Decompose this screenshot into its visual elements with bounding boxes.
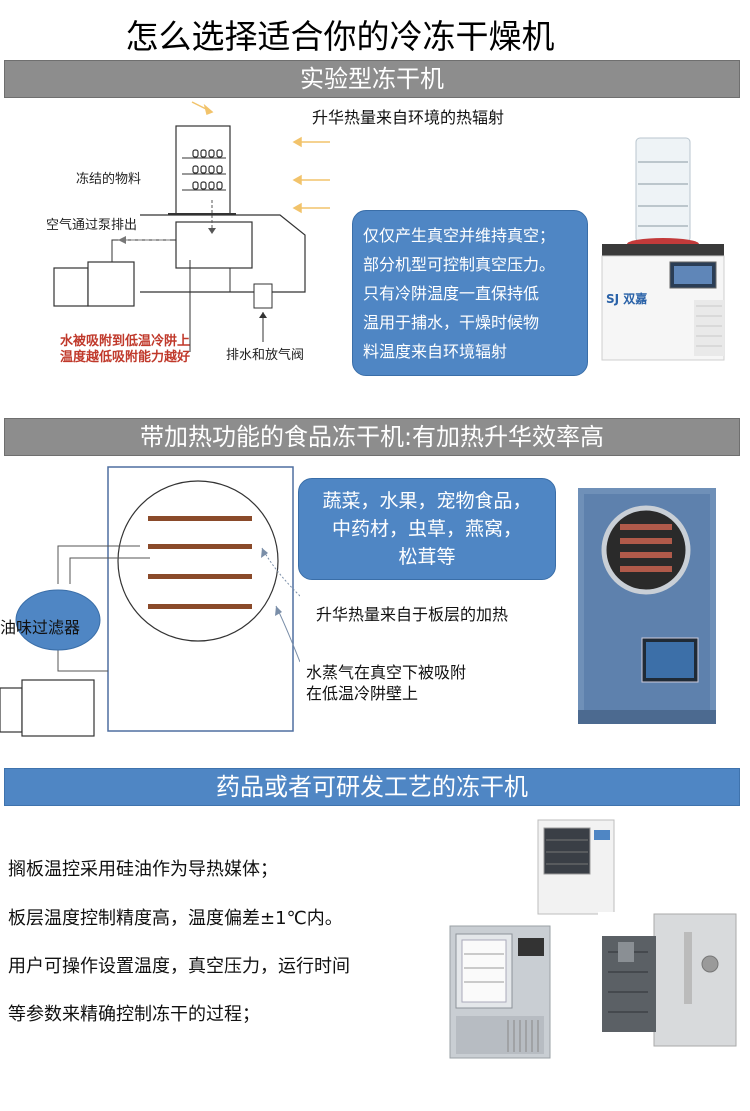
- section3-line-3: 用户可操作设置温度，真空压力，运行时间: [8, 956, 350, 977]
- heat-radiation-arrows: [191, 101, 330, 214]
- page-title: 怎么选择适合你的冷冻干燥机: [125, 17, 555, 56]
- section2-header: 带加热功能的食品冻干机:有加热升华效率高: [4, 418, 740, 456]
- section3-line-1: 搁板温控采用硅油作为导热媒体；: [8, 859, 278, 880]
- callout-line: 蔬菜，水果，宠物食品，: [322, 490, 532, 512]
- label-frozen-material: 冻结的物料: [76, 172, 142, 187]
- section1-callout: 仅仅产生真空并维持真空； 部分机型可控制真空压力。 只有冷阱温度一直保持低 温用…: [352, 210, 588, 376]
- section3-line-2: 板层温度控制精度高，温度偏差±1℃内。: [8, 908, 343, 929]
- pharma-dryer-large-image: [449, 925, 551, 1059]
- callout-line: 温用于捕水，干燥时候物: [363, 313, 540, 332]
- lab-dryer-schematic: [53, 101, 330, 352]
- label-drain-valve: 排水和放气阀: [226, 348, 305, 363]
- callout-line: 料温度来自环境辐射: [363, 342, 508, 361]
- food-freeze-dryer-image: [578, 488, 716, 724]
- label-air-exhaust: 空气通过泵排出: [46, 218, 138, 233]
- lab-freeze-dryer-image: [601, 137, 725, 361]
- pharma-dryer-industrial-image: [598, 912, 738, 1052]
- section3-line-4: 等参数来精确控制冻干的过程；: [8, 1004, 260, 1025]
- shelf-heat-note: 升华热量来自于板层的加热: [316, 605, 509, 624]
- callout-line: 部分机型可控制真空压力。: [363, 255, 556, 274]
- label-adsorption-1: 水被吸附到低温冷阱上: [60, 334, 191, 349]
- pharma-dryer-small-image: [537, 819, 615, 915]
- vapor-note-2: 在低温冷阱壁上: [306, 684, 419, 703]
- callout-line: 只有冷阱温度一直保持低: [363, 284, 540, 303]
- section1-header: 实验型冻干机: [4, 60, 740, 98]
- label-adsorption-2: 温度越低吸附能力越好: [60, 350, 191, 365]
- callout-line: 中药材，虫草，燕窝，: [331, 518, 522, 540]
- callout-line: 仅仅产生真空并维持真空；: [363, 226, 556, 245]
- vapor-note-1: 水蒸气在真空下被吸附: [306, 663, 467, 682]
- section3-header: 药品或者可研发工艺的冻干机: [4, 768, 740, 806]
- section2-callout: 蔬菜，水果，宠物食品， 中药材，虫草，燕窝， 松茸等: [298, 478, 556, 580]
- heated-shelves: [148, 516, 252, 609]
- section1-heat-source: 升华热量来自环境的热辐射: [312, 108, 505, 127]
- callout-line: 松茸等: [398, 546, 456, 568]
- food-dryer-schematic: [0, 466, 300, 737]
- brand-logo: SJ 双嘉: [606, 292, 648, 306]
- oil-filter-label: 油味过滤器: [0, 618, 81, 637]
